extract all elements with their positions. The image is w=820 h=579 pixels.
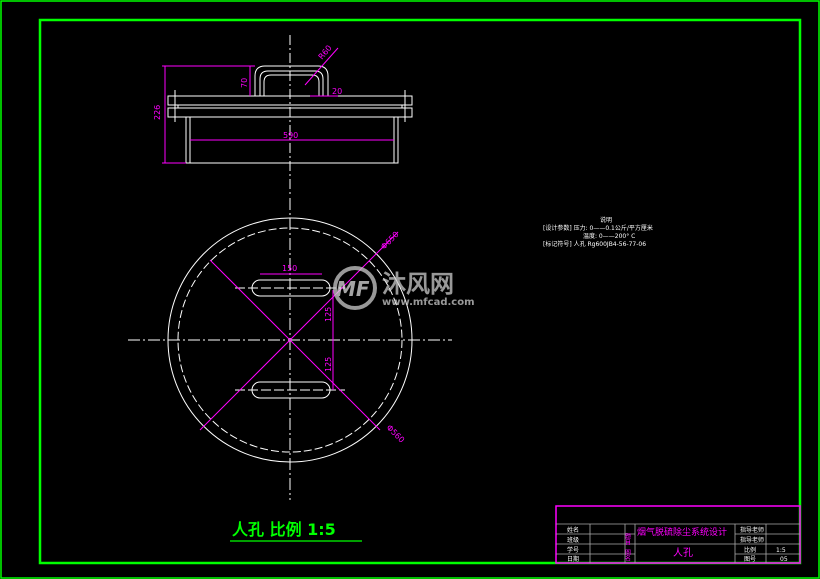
label-student-id: 学号: [567, 546, 579, 554]
label-drawing: 图名: [624, 549, 631, 562]
label-project: 题目: [624, 533, 631, 546]
svg-text:MF: MF: [336, 277, 370, 301]
notes-title: 说明: [600, 216, 612, 224]
notes-line-3: [标记符号] 人孔 Rg600JB4-56-77-06: [543, 240, 646, 248]
label-name: 姓名: [567, 526, 579, 534]
watermark-url: www.mfcad.com: [382, 297, 475, 308]
dim-lower-offset: 125: [324, 357, 333, 372]
label-class: 班级: [567, 536, 579, 544]
drawing-title: 人孔: [673, 547, 693, 559]
label-instructor-2: 指导老师: [740, 536, 764, 544]
dim-handle-width: 20: [332, 87, 342, 96]
dim-upper-offset: 125: [324, 307, 333, 322]
drawing-number: 05: [780, 556, 788, 563]
label-instructor-1: 指导老师: [740, 526, 764, 534]
view-caption: 人孔 比例 1:5: [232, 520, 336, 539]
project-title: 烟气脱硫除尘系统设计: [637, 526, 727, 538]
dim-width: 590: [283, 131, 298, 140]
title-block: 姓名 班级 学号 日期 指导老师 指导老师 比例 图号 1:5 05 题目 图名…: [555, 505, 801, 564]
scale-value: 1:5: [776, 547, 786, 554]
label-date: 日期: [567, 555, 579, 563]
plan-view-dimensions: [199, 231, 399, 431]
dim-slot: 150: [282, 264, 297, 273]
top-view: [167, 35, 413, 195]
notes-line-2: 温度: 0——200° C: [583, 232, 635, 240]
top-view-dimensions: [162, 47, 394, 164]
label-scale: 比例: [744, 546, 756, 554]
watermark-brand: 沐风网: [382, 270, 454, 298]
watermark-logo: MF 沐风网 www.mfcad.com: [333, 266, 475, 310]
dim-handle-height: 70: [240, 78, 249, 88]
drawing-border: [38, 18, 802, 565]
dim-height: 226: [153, 105, 162, 120]
notes-line-1: [设计参数] 压力: 0——0.1公斤/平方厘米: [543, 224, 653, 232]
label-number: 图号: [744, 556, 756, 563]
